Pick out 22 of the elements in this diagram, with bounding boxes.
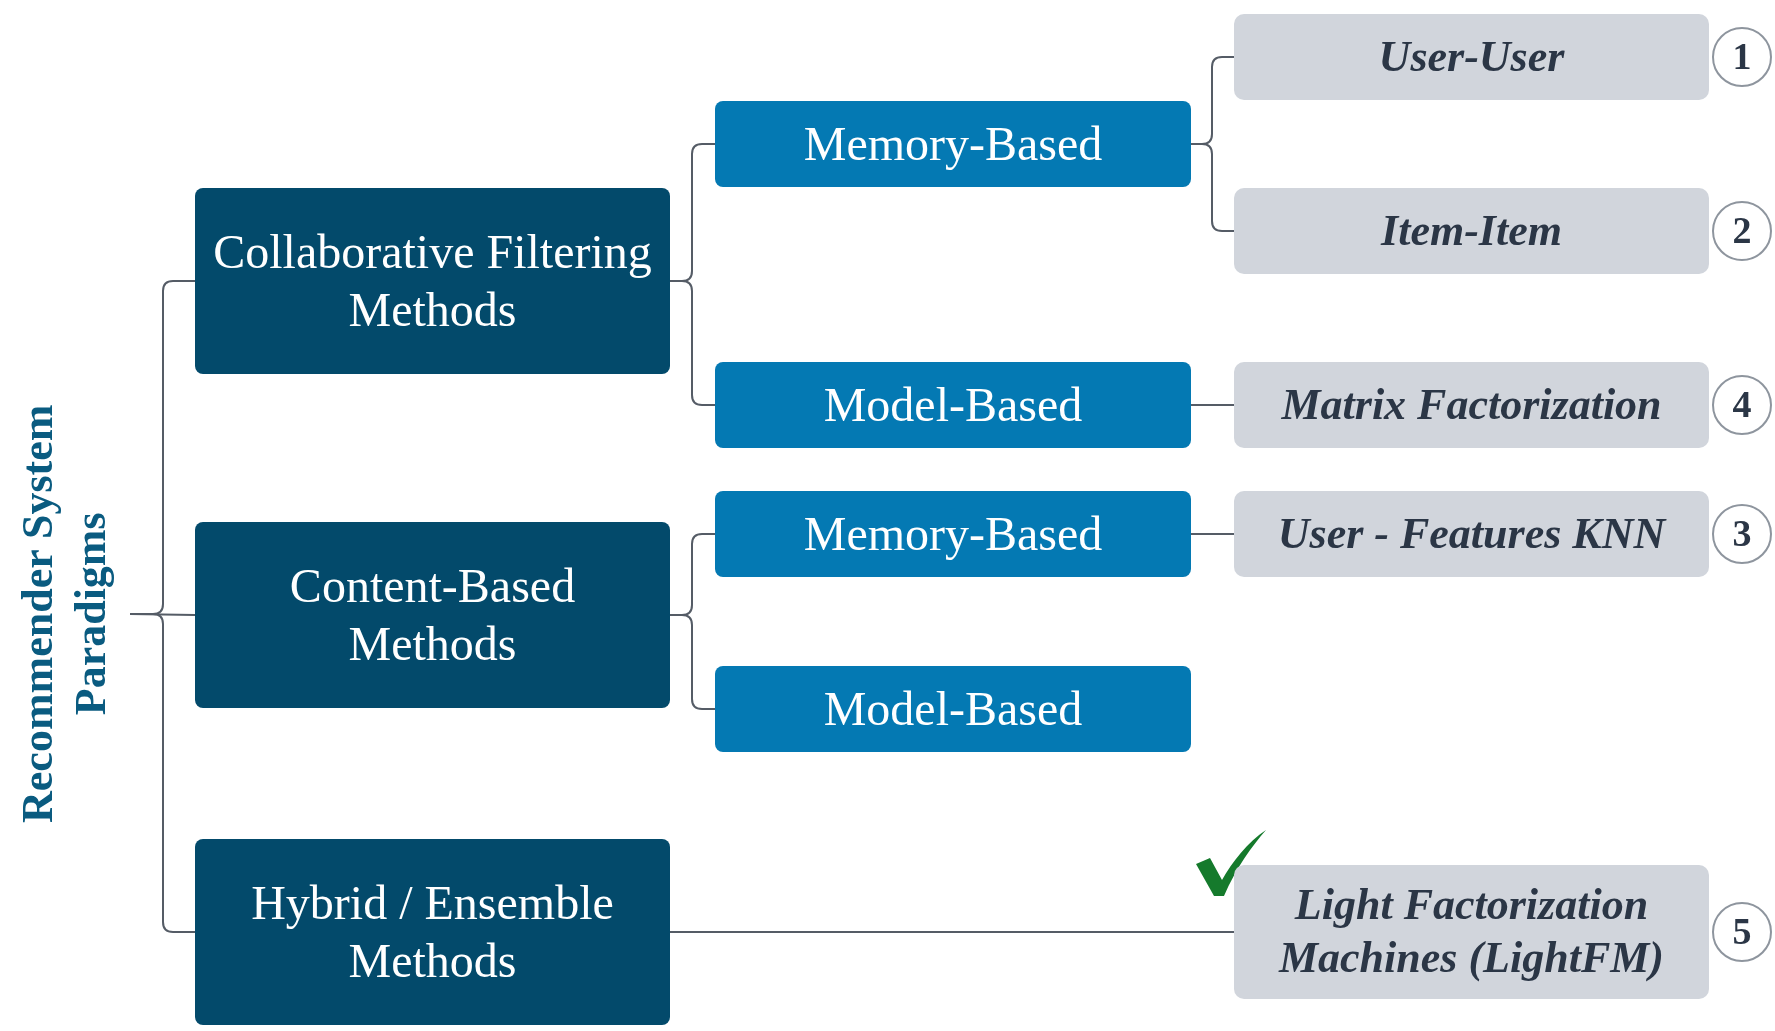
- number-circle: 1: [1712, 27, 1772, 87]
- number-circle: 5: [1712, 902, 1772, 962]
- subcategory-box: Model-Based: [715, 666, 1191, 752]
- subcategory-box: Model-Based: [715, 362, 1191, 448]
- number-circle: 4: [1712, 375, 1772, 435]
- connector-line: [129, 613, 196, 933]
- category-box: Content-Based Methods: [195, 522, 670, 708]
- method-box: Item-Item: [1234, 188, 1709, 274]
- method-box: Light Factorization Machines (LightFM): [1234, 865, 1709, 999]
- method-box: User - Features KNN: [1234, 491, 1709, 577]
- category-box: Hybrid / Ensemble Methods: [195, 839, 670, 1025]
- vertical-title: Recommender System Paradigms: [12, 403, 116, 826]
- subcategory-box: Memory-Based: [715, 491, 1191, 577]
- method-box: User-User: [1234, 14, 1709, 100]
- subcategory-box: Memory-Based: [715, 101, 1191, 187]
- category-box: Collaborative Filtering Methods: [195, 188, 670, 374]
- number-circle: 3: [1712, 504, 1772, 564]
- connector-line: [669, 931, 1235, 933]
- number-circle: 2: [1712, 201, 1772, 261]
- method-box: Matrix Factorization: [1234, 362, 1709, 448]
- connector-line: [1190, 404, 1235, 406]
- connector-line: [1190, 533, 1235, 535]
